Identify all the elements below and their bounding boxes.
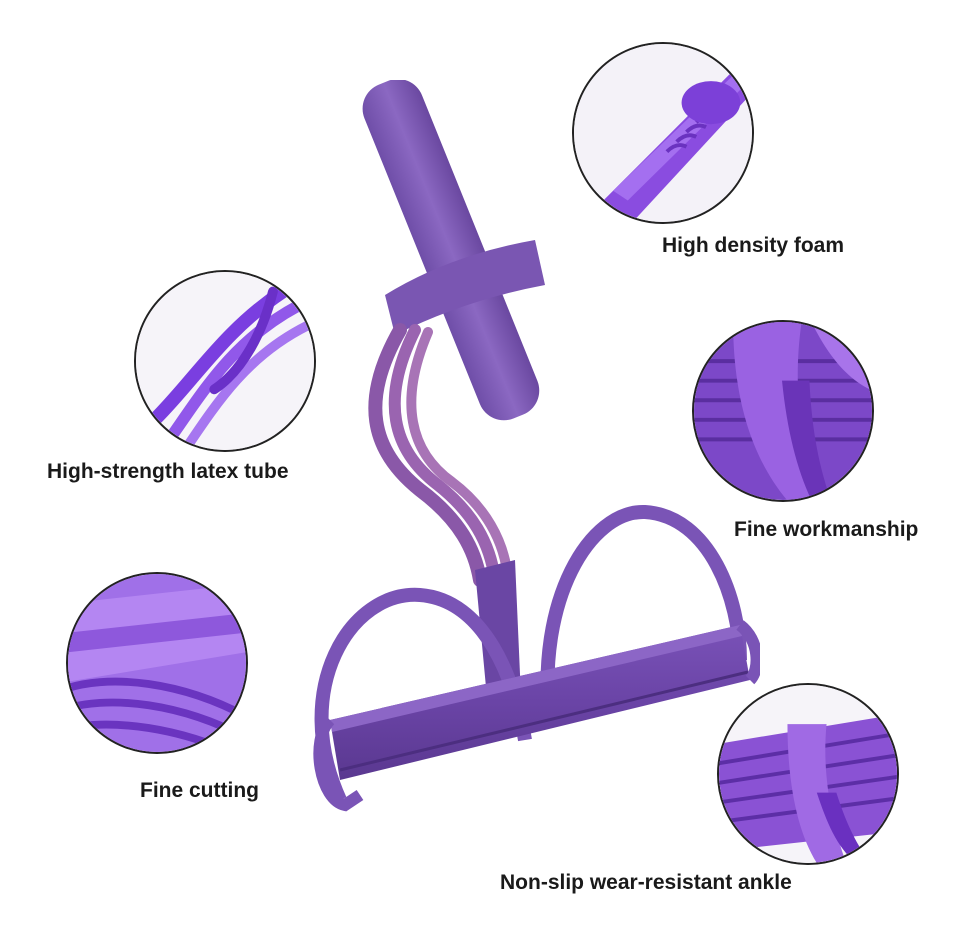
feature-label-cutting: Fine cutting [140,779,259,802]
pedal-bars [330,625,750,780]
zoom-joint-icon [692,320,874,502]
zoom-foam-icon [572,42,754,224]
feature-label-foam: High density foam [662,234,845,257]
feature-label-tube: High-strength latex tube [47,460,289,483]
zoom-edge-icon [66,572,248,754]
feature-label-workmanship: Fine workmanship [734,518,919,541]
zoom-pedal-icon [717,683,899,865]
pedal-resistance-band-image [313,80,760,812]
zoom-tube-icon [134,270,316,452]
foam-handle [362,80,540,421]
latex-tubes [368,323,513,587]
feature-label-ankle: Non-slip wear-resistant ankle [500,871,792,894]
